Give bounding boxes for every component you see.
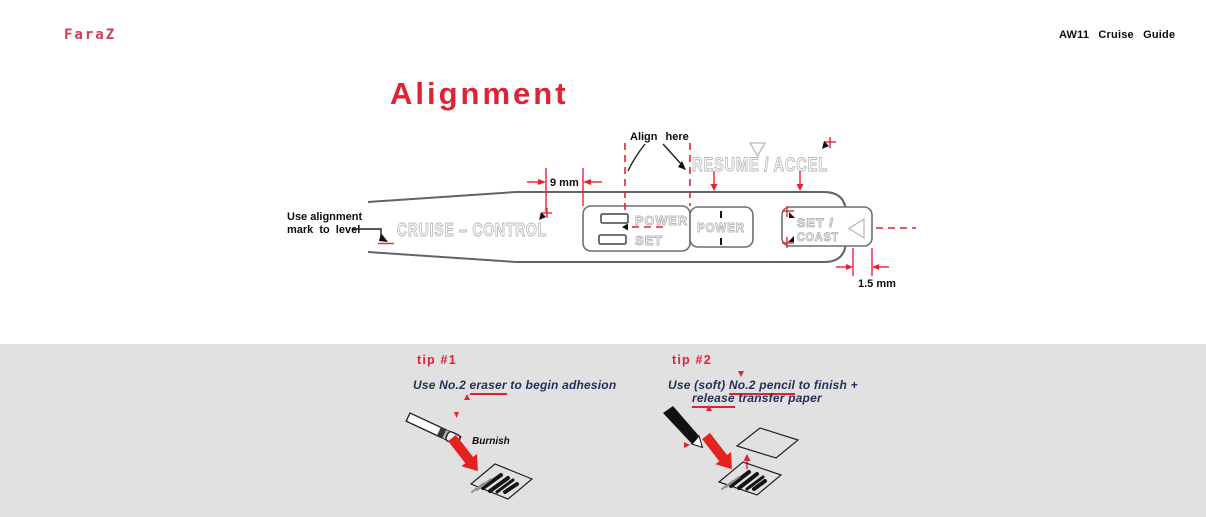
dimension-9mm: 9 mm — [527, 168, 602, 212]
dim-1-5mm-label: 1.5 mm — [858, 278, 896, 290]
tip2-line2-post: transfer paper — [734, 391, 822, 405]
tip2-title: tip #2 — [672, 353, 712, 367]
level-arrow-icon — [379, 233, 388, 242]
transfer-arrow-icon — [702, 432, 732, 470]
cursor-mark-icon-b — [822, 137, 836, 149]
tip1-text: Use No.2 eraser to begin adhesion — [413, 378, 617, 395]
tip2-release-tick-icon — [706, 405, 712, 411]
power-center-label: POWER — [697, 220, 745, 235]
tip2-pencil-tick-icon — [738, 371, 744, 377]
left-pointer-icon — [622, 223, 628, 231]
tip2-line2-underlined: release — [692, 391, 735, 408]
tip2-line1-pre: Use (soft) — [668, 378, 729, 392]
tip1-title: tip #1 — [417, 353, 457, 367]
tip2-illustration — [663, 406, 800, 496]
tip1-text-post: to begin adhesion — [506, 378, 617, 392]
tip2-line1-underlined: No.2 pencil — [728, 378, 796, 395]
button-rect-bottom — [598, 234, 627, 245]
tip1-text-pre: Use No.2 — [413, 378, 470, 392]
down-arrow-2 — [796, 171, 804, 191]
tip1-underline-tick-icon — [464, 394, 470, 400]
align-here-label: Align here — [630, 131, 689, 143]
tips-section — [0, 344, 1206, 517]
corner-mark-top-icon — [782, 206, 795, 218]
align-leader-arrow-icon — [678, 161, 686, 170]
tip1-illustration: Burnish — [405, 412, 534, 500]
down-triangle-icon — [748, 142, 767, 158]
dim-9mm-label: 9 mm — [550, 177, 579, 189]
use-alignment-label-1: Use alignment — [287, 211, 363, 223]
align-leader-right — [662, 143, 682, 165]
doc-title: AW11 Cruise Guide — [1059, 29, 1176, 41]
resume-accel-label: RESUME / ACCEL — [692, 155, 828, 176]
burnish-label: Burnish — [472, 436, 510, 447]
tip1-text-underlined: eraser — [469, 378, 507, 395]
set-coast-label-2: COAST — [797, 230, 839, 244]
page-title: Alignment — [390, 76, 569, 111]
alignment-diagram: 9 mm CRUISE – CONTROL RESUME / ACCEL POW… — [287, 131, 916, 290]
dimension-1-5mm: 1.5 mm — [836, 248, 896, 290]
corner-mark-bottom-icon — [782, 236, 794, 248]
power-left-label: POWER — [635, 213, 688, 228]
button-panel-center — [689, 206, 754, 248]
stalk-tip-panel — [781, 206, 873, 247]
left-triangle-icon — [847, 217, 865, 240]
pencil-icon — [663, 406, 704, 449]
button-rect-top — [600, 213, 629, 224]
use-alignment-label-2: mark to level — [287, 224, 360, 236]
tip2-text-line2: release transfer paper — [692, 391, 822, 408]
burnished-decal-2 — [717, 461, 783, 496]
align-leader-left — [627, 143, 646, 172]
cruise-control-label: CRUISE – CONTROL — [397, 220, 547, 240]
burnished-decal — [469, 463, 534, 500]
tip2-text-line1: Use (soft) No.2 pencil to finish + — [668, 378, 858, 395]
release-arrow-icon — [743, 454, 751, 469]
transfer-paper — [735, 427, 800, 459]
down-arrow-1 — [710, 171, 718, 191]
cursor-mark-icon-a — [539, 208, 552, 220]
eraser-tick-icon — [454, 412, 459, 418]
tip2-line1-post: to finish + — [795, 378, 858, 392]
pencil-tick-icon — [684, 442, 690, 448]
set-coast-label-1: SET / — [797, 216, 834, 230]
set-left-label: SET — [635, 233, 663, 248]
brand-logo: FaraZ — [64, 27, 117, 43]
burnish-arrow-icon — [448, 434, 478, 472]
